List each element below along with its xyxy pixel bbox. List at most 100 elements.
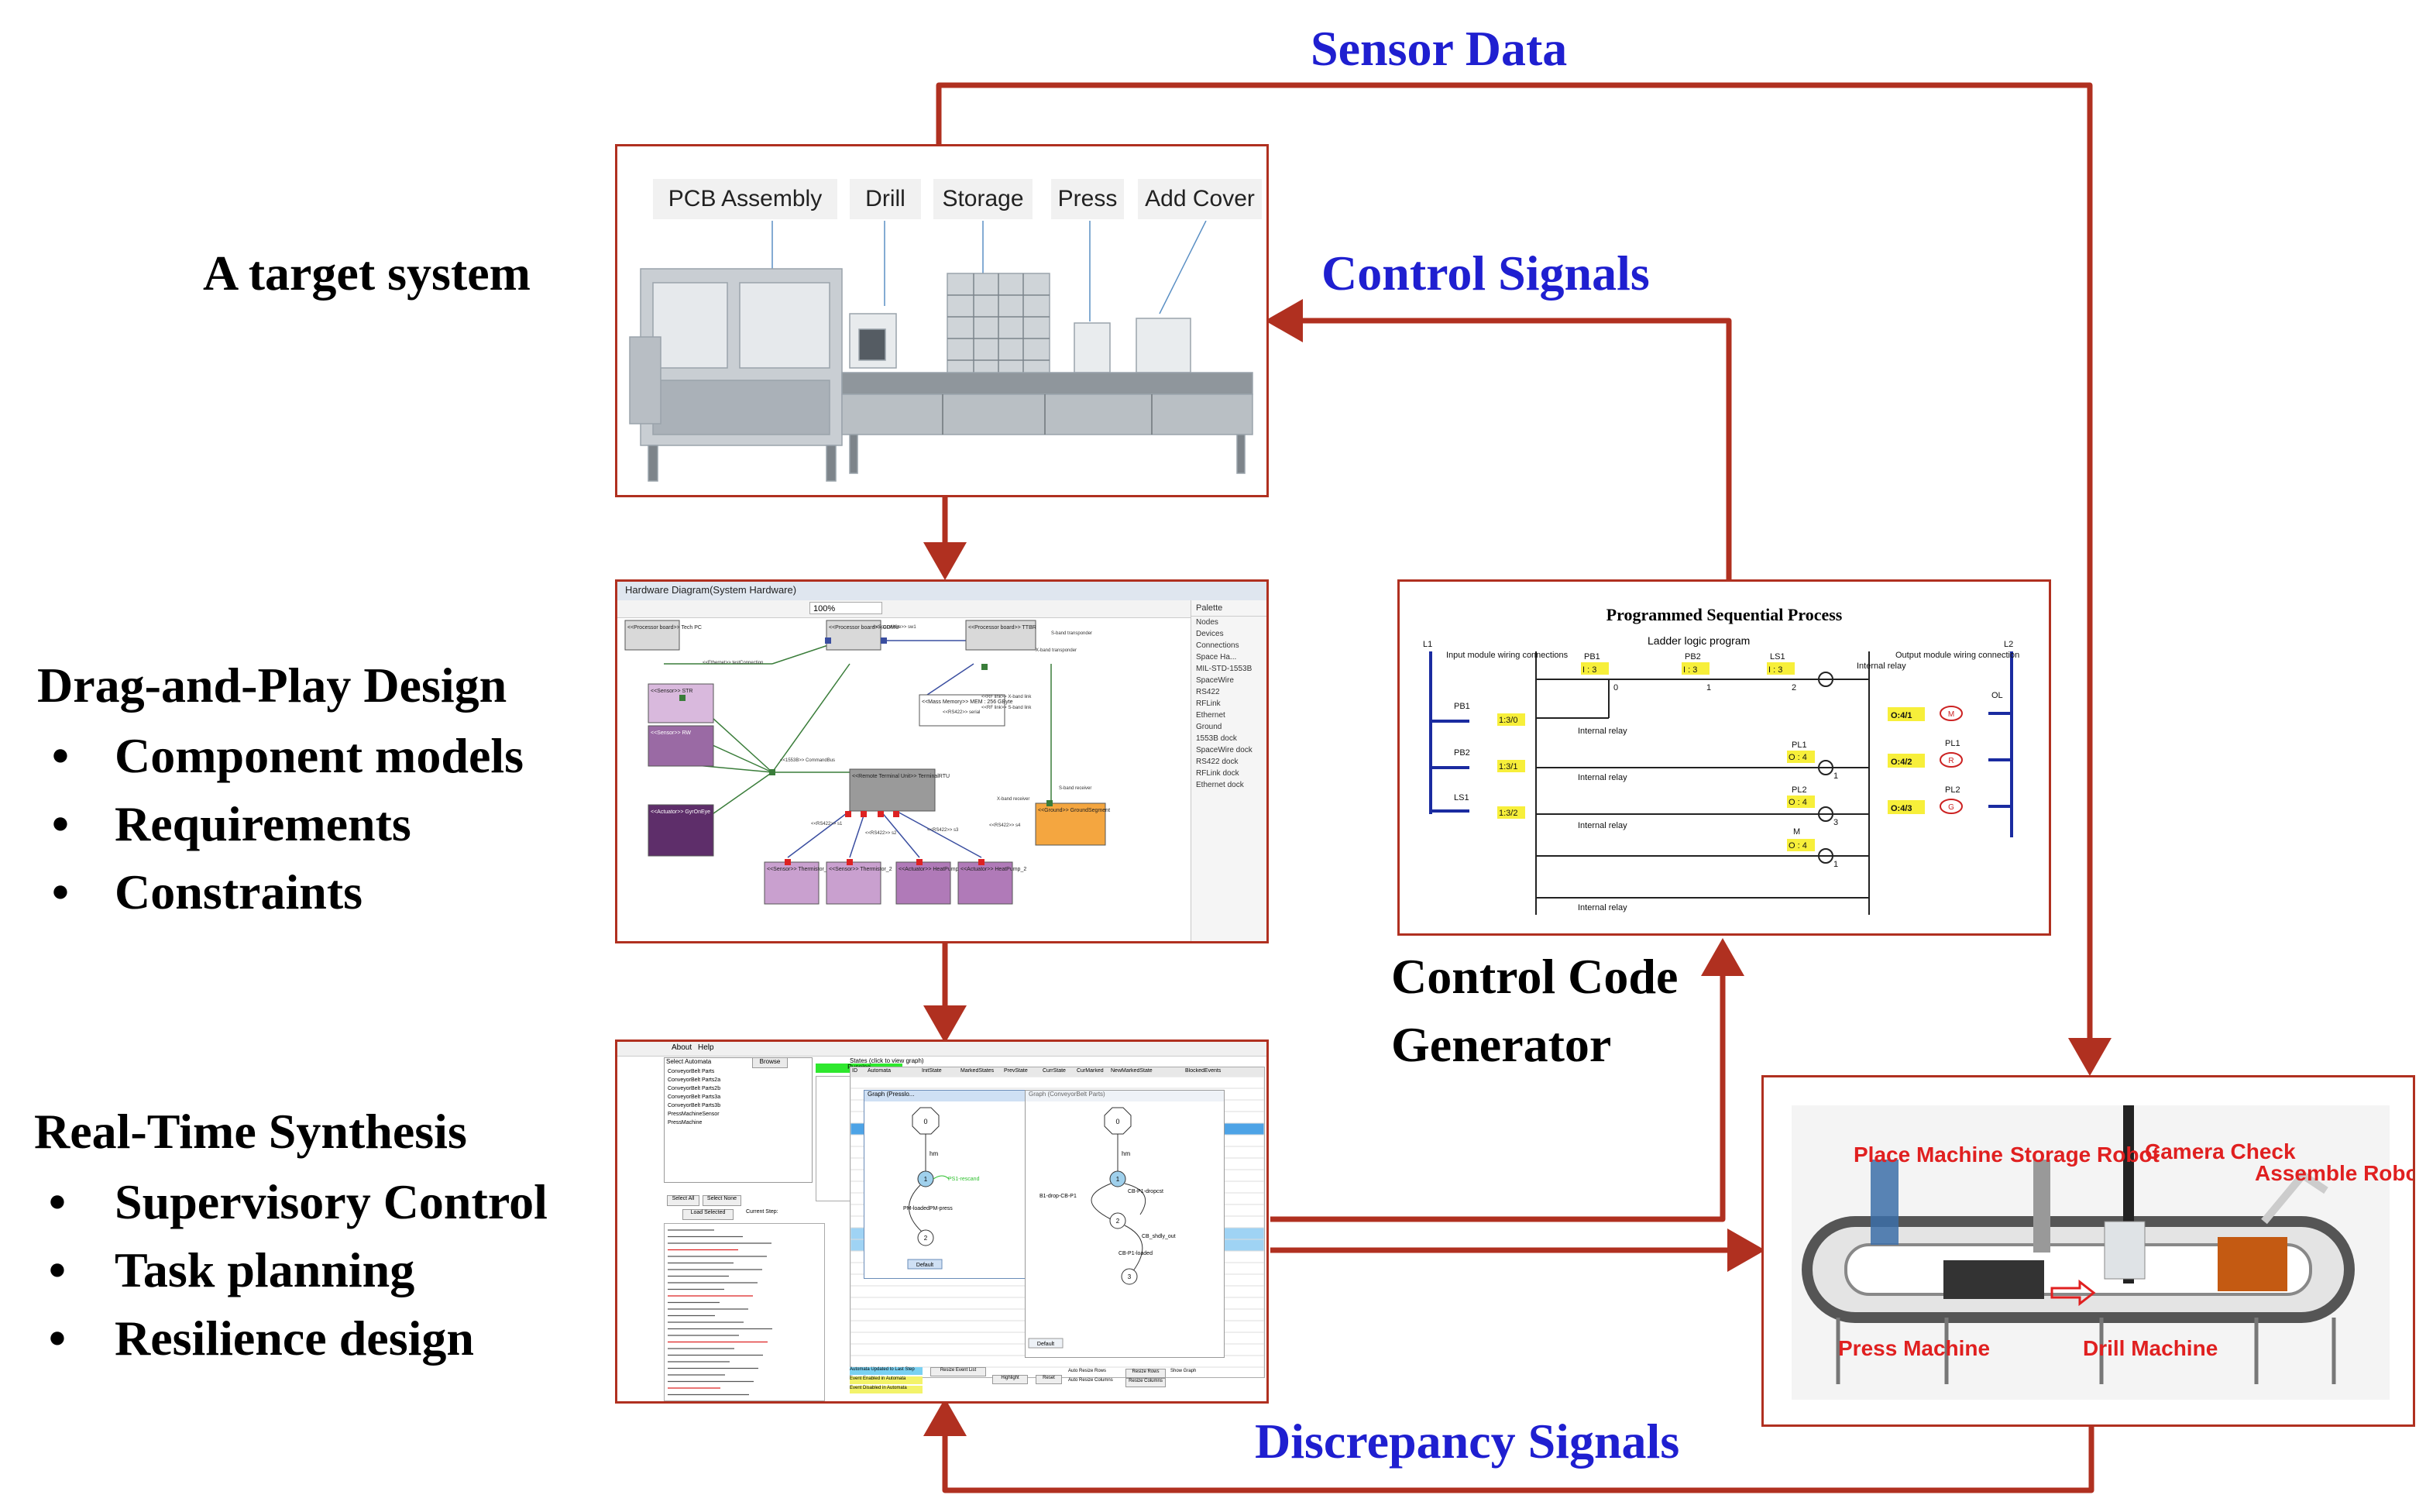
hardware-block[interactable] — [826, 620, 881, 651]
station-label: PCB Assembly — [653, 179, 837, 219]
palette-item[interactable]: Ethernet — [1196, 711, 1225, 720]
hardware-block[interactable] — [1035, 802, 1106, 846]
connector-port[interactable] — [679, 695, 686, 701]
connector-port[interactable] — [847, 859, 853, 865]
connector-port[interactable] — [981, 664, 988, 670]
palette-item[interactable]: SpaceWire dock — [1196, 746, 1253, 754]
hardware-block[interactable] — [648, 725, 714, 767]
palette-item[interactable]: Ground — [1196, 723, 1222, 731]
automaton-checkbox[interactable]: ConveyorBelt Parts3b — [668, 1103, 721, 1108]
zoom-select[interactable]: 100% — [809, 602, 882, 614]
link-label: <<RS422>> s4 — [989, 823, 1021, 828]
browse-button[interactable]: Browse — [752, 1057, 788, 1068]
palette-item[interactable]: Ethernet dock — [1196, 781, 1244, 789]
sensor-data-label: Sensor Data — [1311, 21, 1568, 76]
hardware-block-label: <<Ground>> GroundSegment — [1038, 808, 1110, 813]
hardware-block[interactable] — [826, 861, 881, 905]
palette-item[interactable]: RFLink — [1196, 699, 1221, 708]
default-button-2[interactable] — [1028, 1338, 1064, 1349]
ladder-diagram: L1 L2 Input module wiring connections Ou… — [1423, 640, 2019, 915]
automaton-checkbox[interactable]: ConveyorBelt Parts — [668, 1069, 715, 1074]
hardware-block[interactable] — [648, 804, 714, 857]
select-none-button[interactable]: Select None — [703, 1195, 741, 1206]
address-label: I : 3 — [1582, 665, 1596, 675]
automaton-checkbox[interactable]: PressMachine — [668, 1120, 703, 1125]
automaton-checkbox[interactable]: ConveyorBelt Parts3a — [668, 1094, 721, 1100]
table-column-header[interactable]: NewMarkedState — [1111, 1068, 1153, 1074]
table-row[interactable] — [850, 1077, 1264, 1089]
connector-port[interactable] — [1046, 800, 1053, 806]
table-column-header[interactable]: PrevState — [1004, 1068, 1028, 1074]
palette-item[interactable]: Space Ha... — [1196, 653, 1237, 662]
load-selected-button[interactable]: Load Selected — [682, 1209, 734, 1220]
default-button-1-label: Default — [916, 1263, 933, 1268]
auto-resize-rows-checkbox[interactable]: Auto Resize Rows — [1068, 1369, 1107, 1373]
automaton-checkbox[interactable]: PressMachineSensor — [668, 1112, 720, 1117]
ladder-subtitle: Ladder logic program — [1648, 634, 1751, 647]
automaton-checkbox[interactable]: ConveyorBelt Parts2a — [668, 1077, 721, 1083]
state-node[interactable] — [1109, 1170, 1126, 1187]
resize-columns-button[interactable]: Resize Columns — [1125, 1378, 1166, 1387]
show-graph-checkbox[interactable]: Show Graph — [1170, 1369, 1197, 1373]
highlight-button[interactable]: Highlight — [992, 1375, 1028, 1384]
bit-label: 1 — [1833, 860, 1838, 869]
auto-resize-columns-checkbox[interactable]: Auto Resize Columns — [1068, 1378, 1113, 1383]
connector-port[interactable] — [893, 811, 899, 817]
connector-port[interactable] — [916, 859, 923, 865]
table-column-header[interactable]: Automata — [868, 1068, 891, 1074]
menu-help[interactable]: Help — [698, 1043, 714, 1052]
hardware-diagram-canvas: <<Processor board>> Tech PC<<Processor b… — [624, 620, 1110, 905]
table-column-header[interactable]: InitState — [922, 1068, 942, 1074]
palette-item[interactable]: Nodes — [1196, 618, 1218, 627]
table-column-header[interactable]: CurrState — [1043, 1068, 1066, 1074]
editor-tab-title[interactable]: Hardware Diagram(System Hardware) — [625, 584, 797, 596]
link-label: S-band transponder — [1051, 631, 1092, 636]
default-button-1[interactable] — [907, 1259, 943, 1270]
connector-port[interactable] — [825, 637, 831, 644]
connector-port[interactable] — [881, 637, 887, 644]
table-column-header[interactable]: BlockedEvents — [1185, 1068, 1222, 1074]
table-column-header[interactable]: ID — [852, 1068, 857, 1074]
select-all-button[interactable]: Select All — [667, 1195, 699, 1206]
hardware-block[interactable] — [957, 861, 1013, 905]
hardware-block[interactable] — [648, 683, 714, 723]
connector-port[interactable] — [845, 811, 851, 817]
connector-port[interactable] — [785, 859, 791, 865]
hardware-block[interactable] — [624, 620, 680, 651]
palette-item[interactable]: SpaceWire — [1196, 676, 1234, 685]
connector-port[interactable] — [861, 811, 867, 817]
palette-item[interactable]: Connections — [1196, 641, 1239, 650]
graph-window-2: Graph (ConveyorBelt Parts) 0 hm 1 B1-dro… — [1025, 1090, 1225, 1358]
reset-button[interactable]: Reset — [1036, 1375, 1062, 1384]
state-node[interactable] — [1109, 1212, 1126, 1229]
palette-item[interactable]: 1553B dock — [1196, 734, 1237, 743]
address-label: 1:3/2 — [1499, 809, 1517, 818]
table-column-header[interactable]: CurMarked — [1077, 1068, 1104, 1074]
menu-about[interactable]: About — [672, 1043, 692, 1052]
hardware-block[interactable] — [764, 861, 820, 905]
palette-item[interactable]: RS422 dock — [1196, 758, 1239, 766]
resize-event-list-button[interactable]: Resize Event List — [930, 1367, 986, 1376]
connector-port[interactable] — [878, 811, 884, 817]
current-step-label: Current Step: — [746, 1209, 778, 1215]
resize-rows-button[interactable]: Resize Rows — [1125, 1369, 1166, 1378]
state-node[interactable] — [917, 1229, 934, 1246]
edge-label: CB-P1-loaded — [1119, 1251, 1153, 1256]
palette-item[interactable]: MIL-STD-1553B — [1196, 665, 1253, 673]
hardware-block[interactable] — [849, 768, 936, 812]
connector-port[interactable] — [978, 859, 984, 865]
hardware-block[interactable] — [895, 861, 951, 905]
hardware-block[interactable] — [919, 694, 1005, 727]
connector-port[interactable] — [769, 769, 775, 775]
palette-item[interactable]: RS422 — [1196, 688, 1220, 696]
automaton-checkbox[interactable]: ConveyorBelt Parts2b — [668, 1086, 721, 1091]
palette-item[interactable]: RFLink dock — [1196, 769, 1239, 778]
wiring — [1429, 651, 2013, 837]
hardware-block[interactable] — [965, 620, 1036, 651]
palette-item[interactable]: Devices — [1196, 630, 1224, 638]
state-node[interactable] — [1121, 1268, 1138, 1285]
table-column-header[interactable]: MarkedStates — [960, 1068, 995, 1074]
list-item: •Requirements — [37, 790, 626, 858]
storage-robot-shape — [2033, 1160, 2050, 1253]
transition-edge — [1124, 1183, 1146, 1215]
